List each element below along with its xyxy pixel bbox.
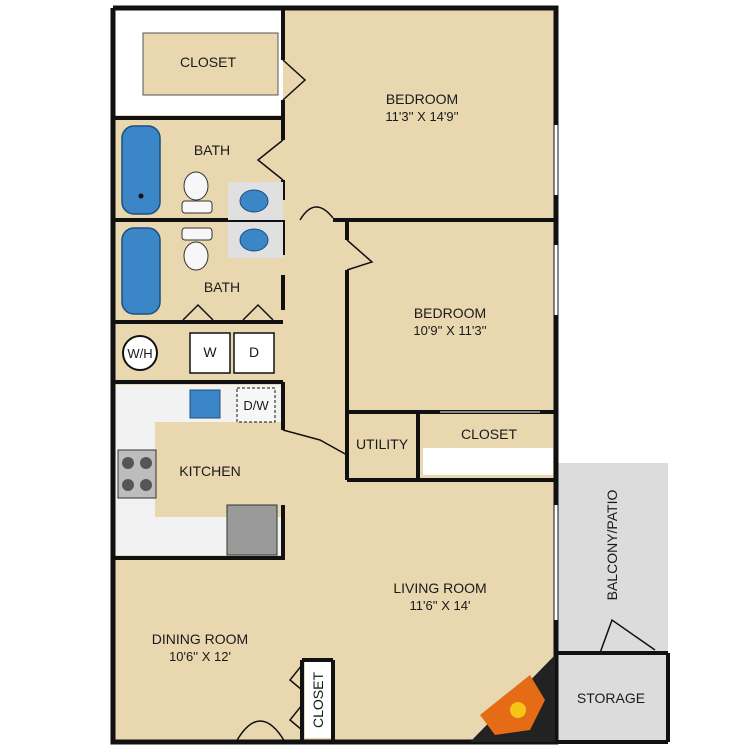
burner-icon — [140, 457, 152, 469]
utility-label: UTILITY — [356, 436, 409, 452]
bedroom-2-label: BEDROOM — [414, 305, 486, 321]
refrigerator-icon — [226, 504, 278, 556]
dining-room-label: DINING ROOM — [152, 631, 248, 647]
living-room-size: 11'6'' X 14' — [409, 598, 470, 613]
dishwasher-label: D/W — [243, 398, 269, 413]
toilet-icon — [183, 241, 209, 271]
closet-top-shelf — [142, 32, 279, 96]
drain-icon — [138, 193, 144, 199]
burner-icon — [122, 479, 134, 491]
toilet-tank-icon — [181, 227, 213, 241]
stove-icon — [117, 449, 157, 499]
dryer-icon — [233, 332, 275, 374]
dining-room-size: 10'6'' X 12' — [169, 649, 231, 664]
bedroom-1-label: BEDROOM — [386, 91, 458, 107]
dishwasher-icon — [236, 387, 276, 423]
door-swing-icon — [182, 59, 656, 743]
burner-icon — [140, 479, 152, 491]
kitchen-sink-icon — [189, 389, 221, 419]
water-heater-icon — [122, 335, 158, 371]
bath-2-label: BATH — [204, 279, 240, 295]
washer-icon — [189, 332, 231, 374]
storage-area — [557, 653, 668, 742]
burner-icon — [122, 457, 134, 469]
balcony-label: BALCONY/PATIO — [604, 490, 620, 601]
bathtub-icon — [121, 227, 161, 315]
bedroom-2-size: 10'9'' X 11'3'' — [413, 323, 486, 338]
toilet-icon — [183, 171, 209, 201]
fire-icon — [510, 702, 526, 718]
entry-closet-label: CLOSET — [310, 672, 326, 728]
balcony-patio-area — [557, 463, 668, 653]
washer-label: W — [203, 344, 217, 360]
closet-top-label: CLOSET — [180, 54, 236, 70]
toilet-tank-icon — [181, 200, 213, 214]
kitchen-label: KITCHEN — [179, 463, 240, 479]
kitchen-floor — [155, 422, 283, 517]
closet-mid-white — [423, 448, 553, 475]
dryer-label: D — [249, 344, 259, 360]
floor-area — [113, 8, 556, 742]
bath-1-label: BATH — [194, 142, 230, 158]
bathtub-icon — [121, 125, 161, 215]
living-room-label: LIVING ROOM — [393, 580, 486, 596]
entry-closet-white — [305, 660, 332, 738]
storage-label: STORAGE — [577, 690, 645, 706]
sink-icon — [239, 189, 269, 213]
closet-mid-label: CLOSET — [461, 426, 517, 442]
bedroom-1-size: 11'3'' X 14'9'' — [385, 109, 458, 124]
water-heater-label: W/H — [127, 346, 152, 361]
sink-icon — [239, 228, 269, 252]
